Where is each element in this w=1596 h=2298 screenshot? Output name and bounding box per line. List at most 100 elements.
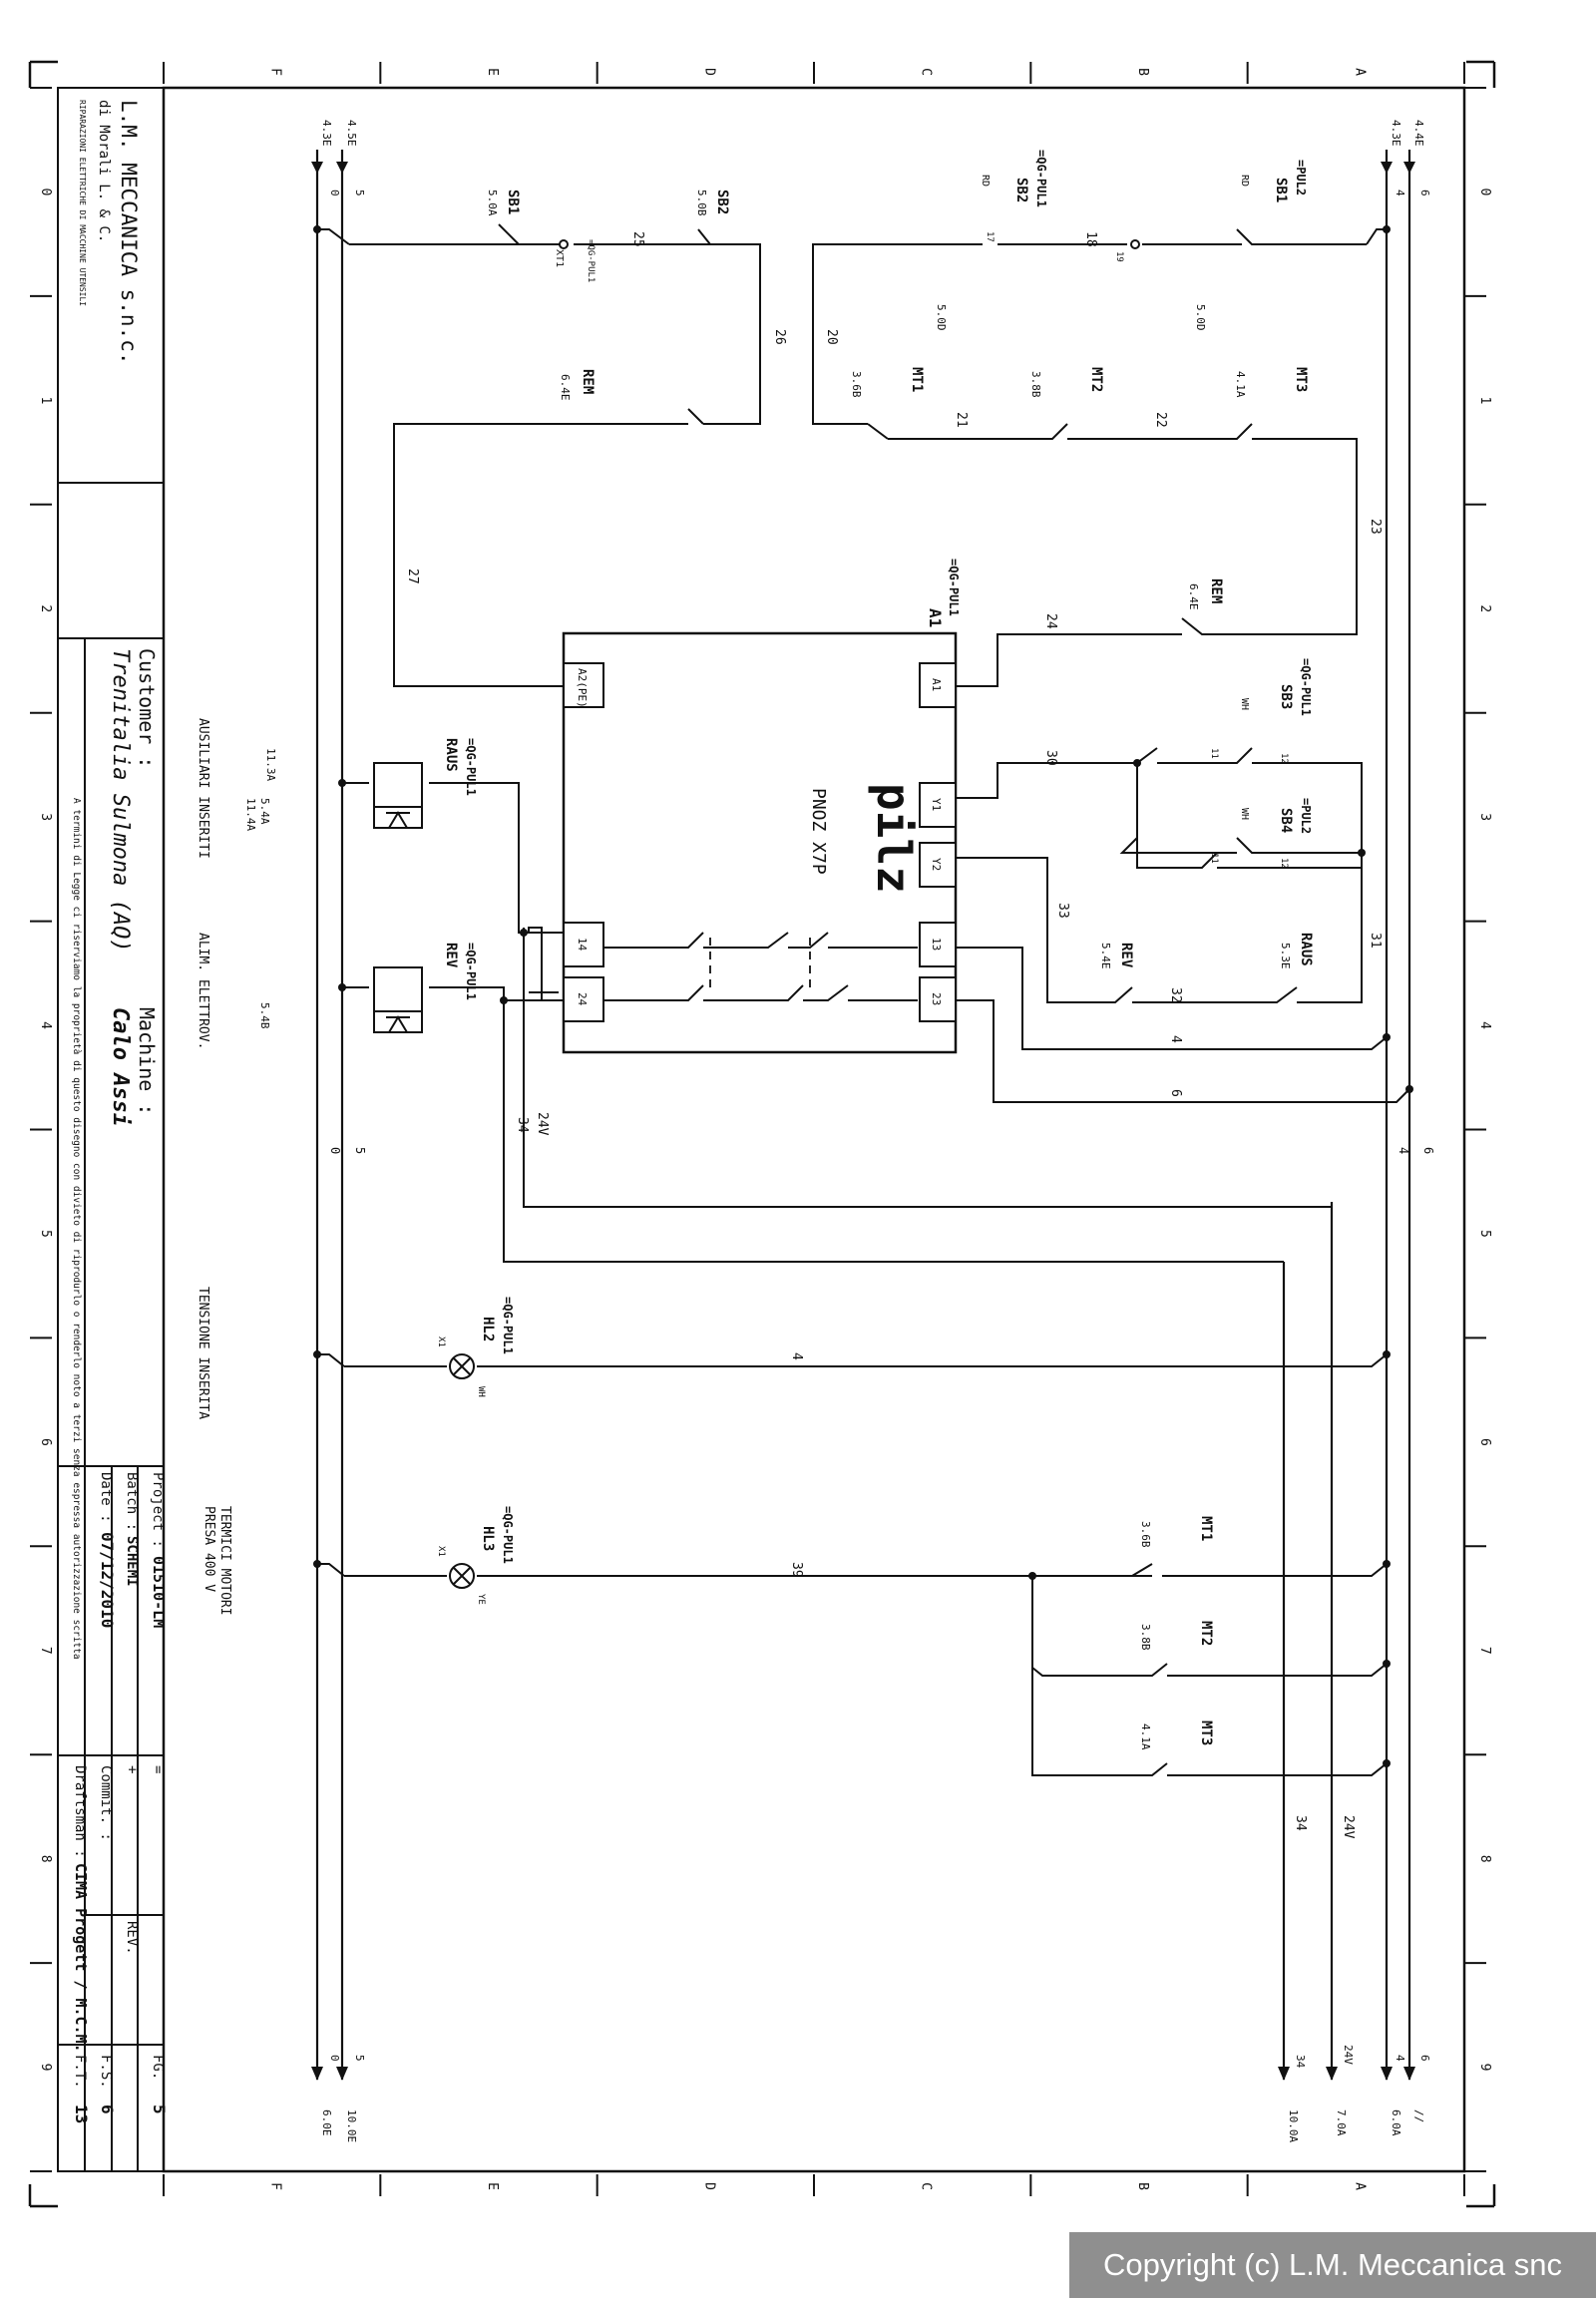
junction-dots [313,225,1413,1767]
label-sb4-tag: =PUL2 [1299,798,1313,834]
wire-12-a: 12 [1279,753,1289,764]
project-value: 01510-LM [150,1556,168,1628]
wire-17: 17 [985,231,995,242]
ft-value: 13 [72,2105,91,2123]
coil-rev [373,966,423,1012]
grid-row-label-top: D [701,68,716,76]
wire-19: 19 [1114,251,1124,262]
coil-raus [373,762,423,808]
pnoz-contacts-dashed [709,938,811,992]
label-mt2: MT2 [1088,367,1104,392]
customer-label: Customer : [135,648,159,768]
label-termici-2: PRESA 400 V [201,1506,216,1592]
label-raus-ref-3: 11.4A [244,798,257,831]
wire-24v-rail: 24V [1341,1815,1356,1839]
wire-6-top: 6 [1418,190,1431,196]
label-hl3-tag: =QG-PUL1 [501,1506,515,1564]
wire-5-mid: 5 [353,1147,367,1154]
commit-label: Commit. : [98,1765,114,1841]
fs-label: F.S. [98,2055,114,2089]
label-ausiliari: AUSILIARI INSERITI [196,718,210,859]
title-block-text: L.M. MECCANICA s.n.c. di Morali L. & C. … [71,100,169,2123]
grid-row-label-top: B [1135,68,1150,76]
pnoz-model: PNOZ X7P [808,788,829,875]
label-sb2b: SB2 [1013,178,1029,202]
label-rem2: REM [1208,578,1224,603]
label-rd-1: RD [980,175,991,187]
grid-row-label-top: F [268,68,283,76]
wire-4-feed: 4 [1168,1035,1183,1043]
wire-30: 30 [1043,750,1058,766]
rev-label: REV. [124,1921,140,1955]
grid-col-label-right: 5 [1477,1230,1492,1238]
label-50d-1: 5.0D [935,304,948,331]
grid-ticks [30,62,1486,2196]
rail-ref-left-bottom-2: 10.0E [345,2109,358,2142]
pnoz-tag-prefix: =QG-PUL1 [947,559,961,616]
pnoz-tag: A1 [926,608,945,627]
label-raus-tag: =QG-PUL1 [464,738,478,796]
title-block [57,87,165,2172]
label-mt3b: MT3 [1198,1721,1214,1745]
copyright-notice: A termini di Legge ci riserviamo la prop… [71,798,82,1660]
label-hl2-tag: =QG-PUL1 [501,1297,515,1354]
rail-arrows [311,162,1415,2081]
label-sb1-ref: 5.0A [486,190,499,216]
label-mt2b-ref: 3.8B [1139,1624,1152,1651]
wire-11-a: 11 [1209,748,1219,759]
grid-col-label-right: 1 [1477,396,1492,404]
wire-23: 23 [1368,519,1383,535]
rail-ref-left-top-1: 4.3E [320,120,333,147]
machine-label: Machine : [135,1007,159,1115]
wire-0-mid: 0 [328,1147,342,1154]
label-sb2b-tag: =QG-PUL1 [1034,150,1048,207]
wire-5-bot: 5 [353,2055,366,2062]
pilz-logo: pilz [867,783,921,894]
terminal-a2: A2(PE) [576,668,589,708]
label-rem: REM [580,369,596,394]
component-labels: SB1 5.0A SB2 5.0B =QG-PUL1 XT1 REM 6.4E … [196,150,1314,1750]
grid-row-label-top: A [1352,68,1367,76]
wire-24v: 24V [535,1112,550,1136]
wire-24v-bot: 24V [1342,2045,1355,2065]
terminal-y1: Y1 [930,798,943,811]
grid-col-label-right: 7 [1477,1647,1492,1655]
plus-mark: + [124,1765,140,1773]
relay-coils [373,762,423,1033]
label-hl2: HL2 [480,1317,496,1341]
label-raus: RAUS [443,738,459,772]
grid-row-label-top: C [919,68,934,76]
rail-ref-right-top-1: 4.3E [1390,120,1402,147]
rail-ref-right-bottom-3: 6.0A [1390,2109,1402,2136]
company-owner: di Morali L. & C. [96,100,112,242]
label-mt1b: MT1 [1198,1516,1214,1541]
wire-27: 27 [405,569,420,584]
company-name: L.M. MECCANICA s.n.c. [117,100,141,365]
label-sb2-ref: 5.0B [695,190,708,216]
rail-ref-right-bottom-2: 7.0A [1335,2109,1348,2136]
wire-26: 26 [772,329,787,345]
wire-numbers: 0 5 0 5 0 5 25 26 27 34 24V 4 6 4 6 4 6 … [328,190,1435,2069]
grid-col-label-right: 3 [1477,813,1492,821]
label-rem2-ref: 6.4E [1187,583,1200,610]
batch-label: Batch : [124,1472,140,1531]
wire-32: 32 [1168,987,1183,1003]
grid-row-label-bottom: D [701,2182,716,2190]
wire-5-top: 5 [353,190,366,196]
label-hl2-x1: X1 [436,1337,446,1347]
date-value: 07/12/2010 [98,1532,117,1628]
label-sb1b-tag: =PUL2 [1294,160,1308,195]
date-label: Date : [98,1472,114,1523]
grid-col-label-right: 6 [1477,1438,1492,1446]
label-rev-c: REV [1118,943,1134,968]
company-activity: RIPARAZIONI ELETTRICHE DI MACCHINE UTENS… [78,100,87,306]
machine-name: Calo Assi [108,1007,133,1126]
label-sb2: SB2 [714,190,730,214]
rail-ref-right-bottom-4: // [1412,2109,1425,2122]
label-sb1b: SB1 [1273,178,1289,202]
grid-col-label-left: 5 [38,1230,53,1238]
label-50d-2: 5.0D [1194,304,1207,331]
terminal-23: 23 [930,992,943,1005]
grid-col-label-right: 4 [1477,1021,1492,1029]
fg-label: FG. [150,2055,166,2080]
